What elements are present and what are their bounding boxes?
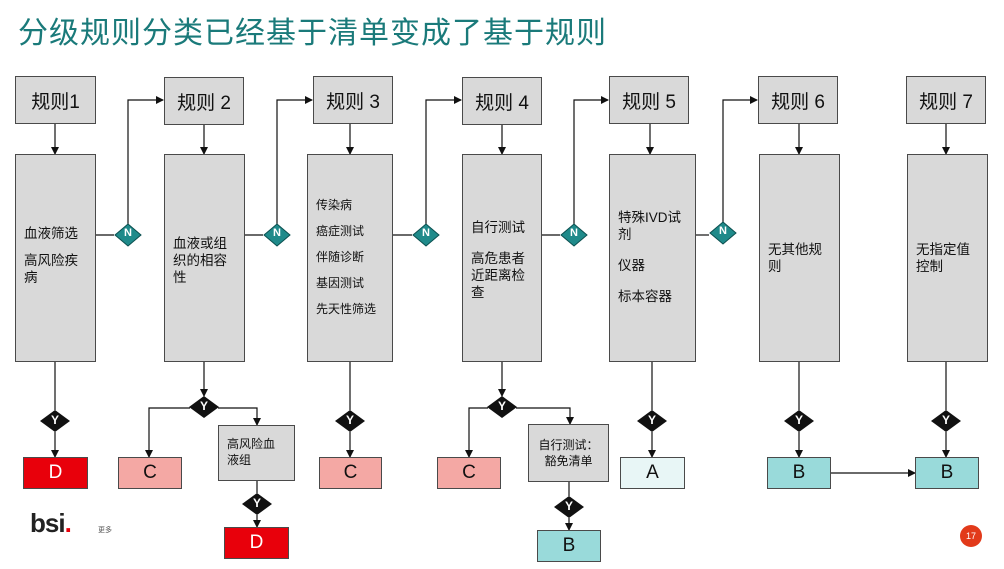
rule-5-description: 特殊IVD试剂 仪器 标本容器 xyxy=(609,154,696,362)
page-title: 分级规则分类已经基于清单变成了基于规则 xyxy=(18,17,607,50)
rule-2-sub-box: 高风险血液组 xyxy=(218,425,295,481)
yes-decision-diamond xyxy=(189,396,219,418)
no-decision-diamond xyxy=(412,223,440,247)
description-line: 高风险疾病 xyxy=(24,253,78,285)
description-line: 基因测试 xyxy=(316,276,365,290)
rule-6-box: 规则 6 xyxy=(758,76,838,124)
yes-decision-diamond xyxy=(242,493,272,515)
class-b-box: B xyxy=(767,457,831,489)
class-c-box: C xyxy=(118,457,182,489)
rule-5-box: 规则 5 xyxy=(609,76,689,124)
rule-2-box: 规则 2 xyxy=(164,77,244,125)
rule-3-description: 传染病 癌症测试 伴随诊断 基因测试 先天性筛选 xyxy=(307,154,393,362)
no-label: N xyxy=(124,227,132,239)
yes-decision-diamond xyxy=(335,410,365,432)
class-d-box: D xyxy=(23,457,88,489)
rule-4-sub-box: 自行测试：豁免清单 xyxy=(528,424,609,482)
page-number-badge: 17 xyxy=(960,525,982,547)
description-line: 无指定值控制 xyxy=(916,242,970,274)
yes-label: Y xyxy=(794,413,803,427)
yes-decision-diamond xyxy=(554,496,584,518)
description-line: 先天性筛选 xyxy=(316,302,377,316)
description-line: 伴随诊断 xyxy=(316,250,365,264)
no-decision-diamond xyxy=(263,223,291,247)
yes-label: Y xyxy=(564,499,573,513)
yes-decision-diamond xyxy=(784,410,814,432)
rule-4-description: 自行测试 高危患者近距离检查 xyxy=(462,154,542,362)
class-b-box: B xyxy=(915,457,979,489)
yes-label: Y xyxy=(345,413,354,427)
rule-3-box: 规则 3 xyxy=(313,76,393,124)
description-line: 仪器 xyxy=(618,258,645,273)
yes-label: Y xyxy=(497,399,506,413)
description-line: 血液筛选 xyxy=(24,226,78,241)
no-decision-diamond xyxy=(114,223,142,247)
description-line: 无其他规则 xyxy=(768,242,822,274)
description-line: 血液或组织的相容性 xyxy=(173,236,227,285)
yes-label: Y xyxy=(647,413,656,427)
rule-7-description: 无指定值控制 xyxy=(907,154,988,362)
yes-label: Y xyxy=(199,399,208,413)
class-a-box: A xyxy=(620,457,685,489)
yes-label: Y xyxy=(252,496,261,510)
yes-decision-diamond xyxy=(40,410,70,432)
rule-2-description: 血液或组织的相容性 xyxy=(164,154,245,362)
class-b-box: B xyxy=(537,530,601,562)
rule-6-description: 无其他规则 xyxy=(759,154,840,362)
yes-label: Y xyxy=(941,413,950,427)
bsi-logo: bsi. xyxy=(30,508,72,538)
description-line: 特殊IVD试剂 xyxy=(618,210,682,242)
yes-label: Y xyxy=(50,413,59,427)
rule-1-description: 血液筛选 高风险疾病 xyxy=(15,154,96,362)
rule-1-box: 规则1 xyxy=(15,76,96,124)
no-label: N xyxy=(422,227,430,239)
no-decision-diamond xyxy=(560,223,588,247)
yes-decision-diamond xyxy=(637,410,667,432)
description-line: 传染病 xyxy=(316,198,353,212)
description-line: 癌症测试 xyxy=(316,224,365,238)
no-decision-diamond xyxy=(709,221,737,245)
logo-tagline: 更多 xyxy=(98,527,112,534)
rule-7-box: 规则 7 xyxy=(906,76,986,124)
no-label: N xyxy=(273,227,281,239)
class-d-box: D xyxy=(224,527,289,559)
yes-decision-diamond xyxy=(931,410,961,432)
no-label: N xyxy=(570,227,578,239)
no-label: N xyxy=(719,225,727,237)
yes-decision-diamond xyxy=(487,396,517,418)
description-line: 高危患者近距离检查 xyxy=(471,251,525,300)
description-line: 标本容器 xyxy=(618,289,672,304)
description-line: 自行测试 xyxy=(471,220,525,235)
class-c-box: C xyxy=(319,457,382,489)
rule-4-box: 规则 4 xyxy=(462,77,542,125)
class-c-box: C xyxy=(437,457,501,489)
